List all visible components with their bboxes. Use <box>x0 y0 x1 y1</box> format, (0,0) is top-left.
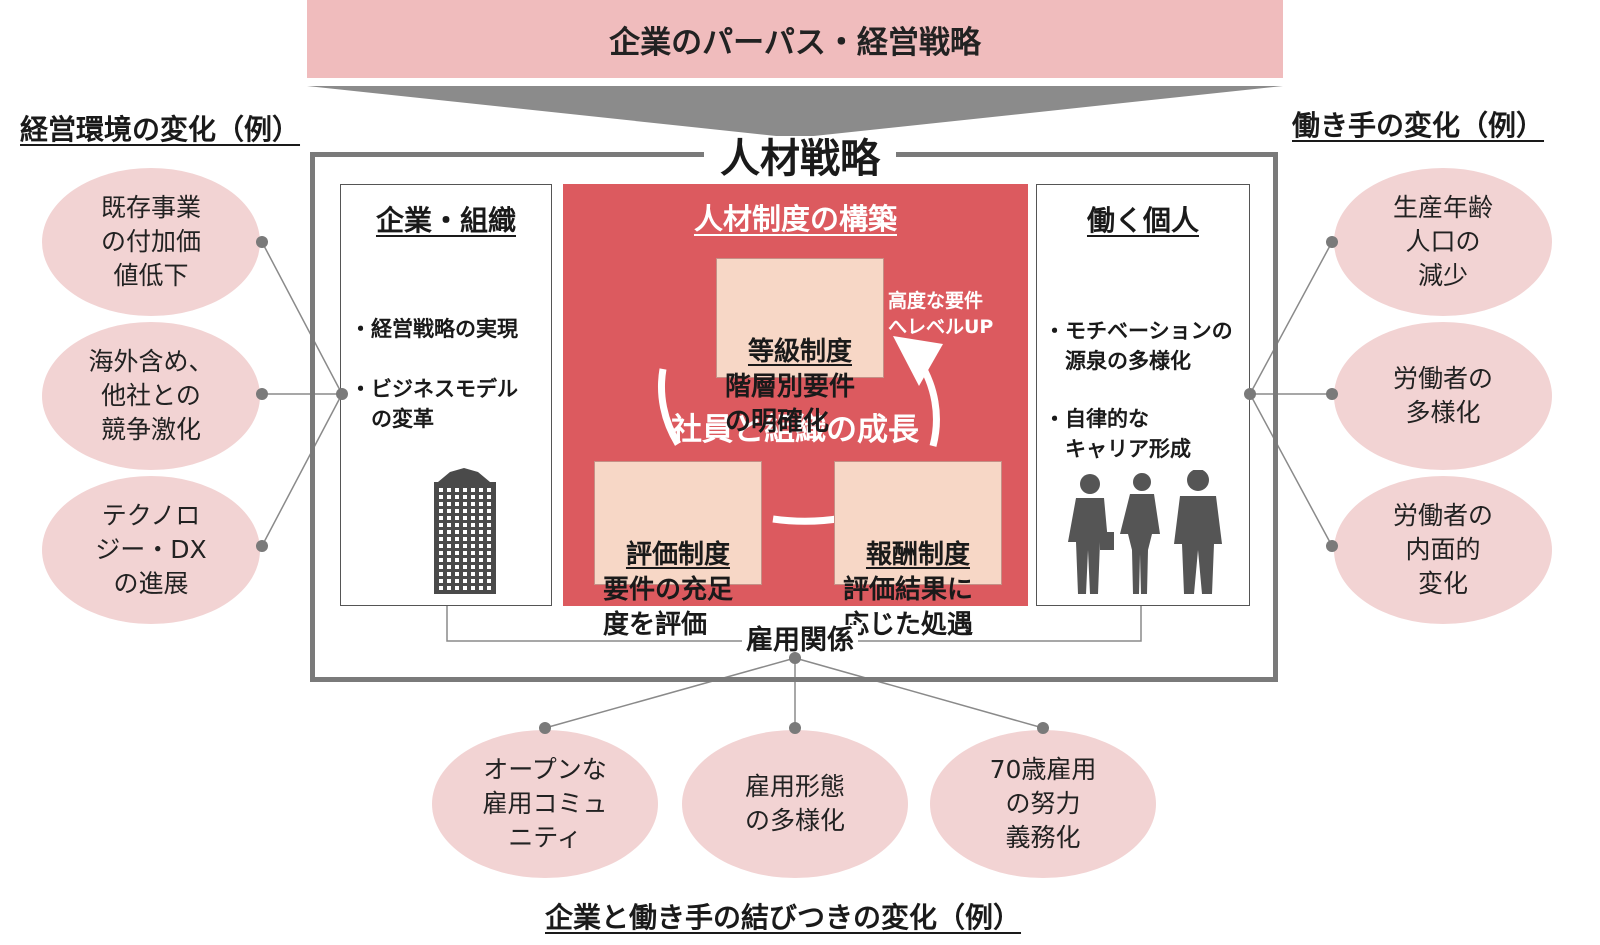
bottom-bubble-1: オープンな 雇用コミュ ニティ <box>432 730 658 878</box>
left-bubble-3: テクノロ ジー・DX の進展 <box>42 476 260 624</box>
reward-system-body: 評価結果に 応じた処遇 <box>843 575 974 640</box>
connector-bottom-1 <box>544 657 796 729</box>
bottom-bubble-2: 雇用形態 の多様化 <box>682 730 908 878</box>
evaluation-system-box: 評価制度要件の充足 度を評価 <box>594 461 762 640</box>
company-bullet-2: ・ビジネスモデル の変革 <box>350 377 518 431</box>
connector-left-1 <box>261 241 343 395</box>
strategy-title: 人材戦略 <box>560 126 1040 184</box>
bottom-section-title: 企業と働き手の結びつきの変化（例） <box>545 901 1022 934</box>
company-panel: 企業・組織 <box>340 184 552 606</box>
left-section-title: 経営環境の変化（例） <box>20 113 301 146</box>
connector-right-3 <box>1249 393 1333 547</box>
company-bullet-1: ・経営戦略の実現 <box>350 317 518 341</box>
bottom-bubble-3: 70歳雇用 の努力 義務化 <box>930 730 1156 878</box>
evaluation-system-body: 要件の充足 度を評価 <box>603 575 734 640</box>
left-bubble-2: 海外含め、 他社との 競争激化 <box>42 322 260 470</box>
left-bubble-1: 既存事業 の付加価 値低下 <box>42 168 260 316</box>
purpose-strategy-banner: 企業のパーパス・経営戦略 <box>307 0 1283 78</box>
reward-system-title: 報酬制度 <box>865 540 970 570</box>
grade-system-body: 階層別要件 の明確化 <box>725 372 856 437</box>
right-section-title: 働き手の変化（例） <box>1292 109 1545 142</box>
employment-relationship-label: 雇用関係 <box>680 618 920 657</box>
right-bubble-3: 労働者の 内面的 変化 <box>1334 476 1552 624</box>
connector-left-3 <box>261 393 343 547</box>
connector-bottom-3 <box>794 657 1044 729</box>
reward-system-box: 報酬制度評価結果に 応じた処遇 <box>834 461 1002 640</box>
right-bubble-1: 生産年齢 人口の 減少 <box>1334 168 1552 316</box>
office-building-icon <box>434 468 496 594</box>
connector-right-1 <box>1249 241 1333 395</box>
company-panel-title: 企業・組織 <box>375 204 516 237</box>
evaluation-system-title: 評価制度 <box>625 540 730 570</box>
cycle-arrowhead <box>893 336 943 386</box>
growth-label: 社員と組織の成長 <box>671 412 919 448</box>
funnel-arrow <box>307 86 1283 138</box>
grade-system-box: 等級制度階層別要件 の明確化 <box>716 258 884 437</box>
right-bubble-2: 労働者の 多様化 <box>1334 322 1552 470</box>
grade-system-title: 等級制度 <box>747 337 852 367</box>
business-people-icon <box>1068 470 1222 594</box>
individual-bullet-2: ・自律的な キャリア形成 <box>1044 407 1191 461</box>
hr-system-title: 人材制度の構築 <box>693 202 897 236</box>
upgrade-note: 高度な要件 へレベルUP <box>888 290 994 338</box>
individual-panel-title: 働く個人 <box>1086 204 1199 237</box>
individual-bullet-1: ・モチベーションの 源泉の多様化 <box>1044 319 1233 373</box>
